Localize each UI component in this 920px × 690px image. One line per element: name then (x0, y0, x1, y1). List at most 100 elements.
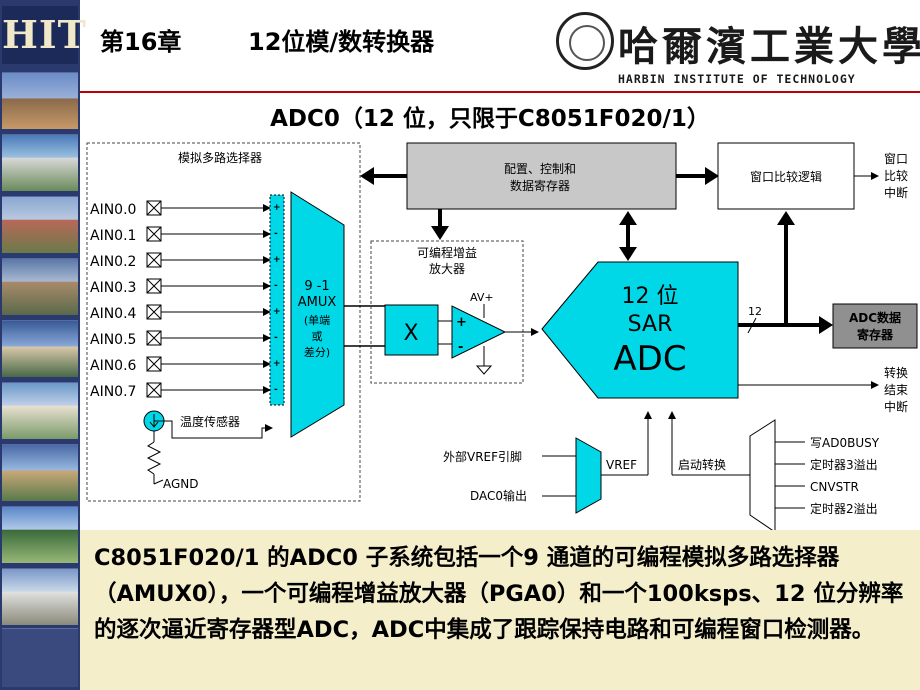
amux-line5: 差分) (304, 345, 330, 359)
dac-output-label: DAC0输出 (470, 488, 527, 503)
bus-width-label: 12 (748, 305, 762, 318)
svg-text:-: - (274, 333, 278, 343)
window-compare-block (717, 142, 855, 210)
adc-line3: ADC (613, 339, 686, 379)
amux-line4: 或 (312, 330, 323, 343)
pga-label-line2: 放大器 (429, 261, 465, 276)
adc-line2: SAR (628, 312, 673, 337)
input-ain0-4: AIN0.4 (90, 304, 271, 322)
vref-mux (575, 437, 602, 514)
config-line1: 配置、控制和 (504, 162, 576, 176)
adc-data-reg-line2: 寄存器 (857, 327, 894, 342)
input-label: AIN0.7 (90, 384, 136, 400)
input-label: AIN0.1 (90, 228, 136, 244)
campus-photo (2, 444, 78, 501)
pga-multiplier-label: X (403, 321, 418, 346)
chapter-label: 第16章 (100, 28, 182, 56)
mux-region (86, 142, 361, 502)
campus-photo (2, 196, 78, 253)
svg-text:+: + (273, 203, 281, 213)
svg-text:+: + (273, 255, 281, 265)
svg-text:-: - (274, 385, 278, 395)
conv-done-line2: 结束 (884, 383, 908, 397)
amux-line2: AMUX (298, 295, 337, 310)
description-panel (80, 530, 920, 690)
campus-photo (2, 506, 78, 563)
campus-photo (2, 382, 78, 439)
diagram-title: ADC0（12 位，只限于C8051F020/1） (270, 105, 710, 132)
temperature-sensor: AGND 温度传感器 (143, 410, 273, 491)
header-divider (80, 91, 920, 93)
campus-photo (2, 134, 78, 191)
university-logo-text: 哈爾濱工業大學 (618, 23, 920, 70)
analog-inputs: AIN0.0 AIN0.1 AIN0.2 AIN0.3 AIN0.4 AIN0.… (90, 200, 271, 400)
config-line2: 数据寄存器 (510, 178, 570, 193)
input-label: AIN0.5 (90, 332, 136, 348)
input-ain0-6: AIN0.6 (90, 356, 271, 374)
plug-icon (2, 628, 78, 687)
university-seal-icon (556, 12, 614, 70)
campus-photo (2, 72, 78, 129)
vref-external-label: 外部VREF引脚 (443, 449, 522, 464)
input-label: AIN0.0 (90, 202, 136, 218)
start-conversion-label: 启动转换 (678, 457, 726, 472)
conv-done-line1: 转换 (884, 365, 908, 380)
campus-photo (2, 258, 78, 315)
hit-logo: HIT (2, 6, 86, 64)
temp-sensor-label: 温度传感器 (180, 414, 240, 429)
input-ain0-2: AIN0.2 (90, 252, 271, 270)
pga-amplifier (451, 305, 507, 359)
university-logo-english: HARBIN INSTITUTE OF TECHNOLOGY (618, 72, 856, 86)
input-label: AIN0.6 (90, 358, 137, 374)
svg-text:-: - (274, 281, 278, 291)
input-label: AIN0.4 (90, 306, 137, 322)
amux-pin-strip (269, 194, 285, 406)
window-int-line2: 比较 (884, 168, 908, 183)
window-int-line1: 窗口 (884, 152, 908, 166)
adc0-block-diagram: ADC0（12 位，只限于C8051F020/1） 模拟多路选择器 AIN0.0… (86, 105, 918, 533)
start-source-mux (749, 419, 776, 533)
start-source-cnvstr: CNVSTR (810, 480, 859, 494)
svg-text:+: + (273, 359, 281, 369)
pga-multiplier (384, 304, 439, 356)
mux-region-label: 模拟多路选择器 (178, 150, 262, 165)
svg-text:-: - (274, 229, 278, 239)
start-source-timer3: 定时器3溢出 (810, 457, 878, 472)
adc-data-reg-line1: ADC数据 (849, 310, 901, 325)
description-text: C8051F020/1 的ADC0 子系统包括一个9 通道的可编程模拟多路选择器… (94, 545, 904, 643)
avplus-label: AV+ (470, 291, 494, 304)
input-ain0-7: AIN0.7 (90, 382, 271, 400)
amux-text: 9 -1 AMUX (单端 或 差分) (298, 279, 337, 359)
conv-done-line3: 中断 (884, 399, 908, 414)
amux-block (290, 191, 345, 438)
input-ain0-0: AIN0.0 (90, 200, 271, 218)
input-ain0-3: AIN0.3 (90, 278, 271, 296)
adc-data-register (832, 303, 918, 349)
campus-photo (2, 320, 78, 377)
vref-label: VREF (606, 458, 637, 472)
sidebar: HIT (0, 0, 86, 690)
input-ain0-5: AIN0.5 (90, 330, 271, 348)
start-source-timer2: 定时器2溢出 (810, 501, 878, 516)
adc-line1: 12 位 (622, 284, 679, 309)
data-bus-arrows (360, 167, 719, 261)
svg-text:+: + (273, 307, 281, 317)
input-ain0-1: AIN0.1 (90, 226, 271, 244)
amux-line3: (单端 (304, 314, 330, 327)
svg-text:+: + (456, 315, 467, 330)
page-title: 12位模/数转换器 (248, 28, 435, 56)
config-register-block (406, 142, 677, 210)
input-label: AIN0.2 (90, 254, 136, 270)
sar-adc-block (541, 261, 739, 399)
window-int-line3: 中断 (884, 185, 908, 200)
agnd-label: AGND (163, 477, 199, 491)
svg-text:-: - (458, 340, 463, 355)
pga-label-line1: 可编程增益 (417, 245, 477, 260)
campus-photo (2, 568, 78, 625)
amux-line1: 9 -1 (304, 279, 329, 294)
amux-pin-signs: + - + - + - + - (273, 203, 281, 395)
pga-region (370, 240, 524, 384)
window-compare-label: 窗口比较逻辑 (750, 169, 822, 184)
input-label: AIN0.3 (90, 280, 136, 296)
start-source-ad0busy: 写AD0BUSY (810, 436, 880, 450)
